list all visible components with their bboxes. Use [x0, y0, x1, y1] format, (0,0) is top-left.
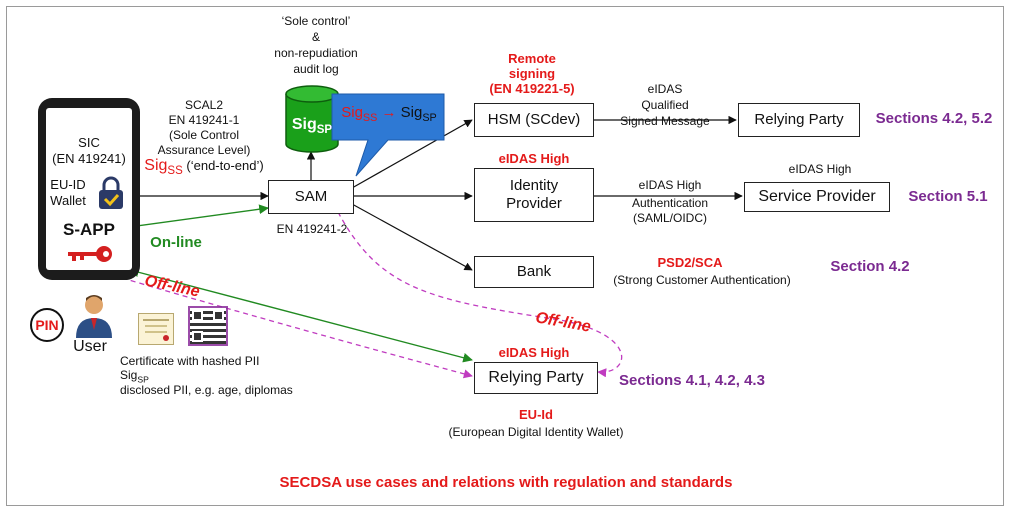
diagram-caption: SECDSA use cases and relations with regu… [279, 474, 733, 491]
certificate-icon [138, 313, 174, 345]
qr-code-icon [188, 306, 228, 346]
eidas-qualified-line-1: eIDAS [647, 82, 683, 96]
db-sig-label: SigSP [291, 116, 333, 137]
sole-control-line-4: audit log [293, 62, 339, 76]
remote-signing-standard: (EN 419221-5) [489, 81, 575, 96]
certificate-line-1: Certificate with hashed PII [120, 354, 260, 368]
eidas-auth-line-2: Authentication [631, 196, 709, 210]
arrow-sam-to-bank [351, 203, 473, 271]
sig-ss-end-to-end: SigSS (‘end-to-end’) [144, 157, 264, 178]
padlock-check-icon [99, 176, 123, 209]
hsm-box: HSM (SCdev) [474, 103, 594, 137]
eidas-auth-line-1: eIDAS High [638, 178, 702, 192]
remote-signing-line-2: signing [508, 66, 556, 81]
arrow-online [121, 204, 269, 232]
psd2-sca-label: PSD2/SCA [657, 255, 723, 270]
eidas-auth-line-3: (SAML/OIDC) [632, 211, 707, 225]
sole-control-line-3: non-repudiation [274, 46, 358, 60]
offline-dashed-right [337, 211, 623, 378]
scal2-line-4: Assurance Level) [157, 143, 251, 157]
relying-party-bottom-box: Relying Party [474, 362, 598, 394]
certificate-line-3: disclosed PII, e.g. age, diplomas [120, 383, 293, 397]
phone-screen: SIC (EN 419241) EU-ID Wallet S-APP [46, 108, 132, 270]
offline-dashed-left [121, 277, 473, 379]
sections-bank: Section 4.2 [830, 258, 910, 275]
certificate-sig: SigSP [120, 368, 149, 385]
arrow-phone-to-rp [129, 267, 473, 363]
sam-standard: EN 419241-2 [276, 222, 348, 236]
wallet-label-1: EU-ID [50, 177, 86, 192]
callout-text: SigSS → SigSP [341, 104, 437, 124]
eidas-qualified-line-2: Qualified [641, 98, 689, 112]
online-label: On-line [150, 234, 202, 251]
sections-relying-party-bottom: Sections 4.1, 4.2, 4.3 [619, 372, 765, 389]
relying-party-top-box: Relying Party [738, 103, 860, 137]
scal2-line-2: EN 419241-1 [168, 113, 240, 127]
pin-badge: PIN [30, 308, 64, 342]
eidas-qualified-line-3: Signed Message [620, 114, 710, 128]
audit-log-database-icon [285, 85, 339, 153]
user-label: User [73, 338, 107, 355]
sections-service-provider: Section 5.1 [908, 188, 988, 205]
pin-text: PIN [35, 317, 59, 333]
sam-box: SAM [268, 180, 354, 214]
sic-standard: (EN 419241) [52, 151, 126, 166]
european-digital-identity-wallet: (European Digital Identity Wallet) [448, 425, 624, 439]
strong-customer-authentication: (Strong Customer Authentication) [613, 273, 791, 287]
scal2-line-3: (Sole Control [168, 128, 240, 142]
bank-box: Bank [474, 256, 594, 288]
service-provider-box: Service Provider [744, 182, 890, 212]
scal2-line-1: SCAL2 [184, 98, 224, 112]
remote-signing-line-1: Remote [508, 51, 556, 66]
s-app-label: S-APP [63, 220, 115, 239]
key-icon [68, 246, 112, 262]
sic-label: SIC [78, 135, 100, 150]
wallet-label-2: Wallet [50, 193, 86, 208]
sole-control-line-2: & [311, 30, 320, 44]
diagram-frame [6, 6, 1004, 506]
smartphone: SIC (EN 419241) EU-ID Wallet S-APP [38, 98, 140, 280]
arrow-sam-to-hsm [351, 119, 473, 189]
signature-conversion-callout [331, 93, 445, 177]
eidas-high-idp: eIDAS High [498, 151, 570, 166]
eidas-high-sp: eIDAS High [788, 162, 852, 176]
user-icon [76, 295, 112, 338]
sole-control-line-1: ‘Sole control’ [281, 14, 351, 28]
eu-id-label: EU-Id [519, 407, 553, 422]
eidas-high-rp: eIDAS High [498, 345, 570, 360]
sections-relying-party-top: Sections 4.2, 5.2 [875, 110, 993, 127]
